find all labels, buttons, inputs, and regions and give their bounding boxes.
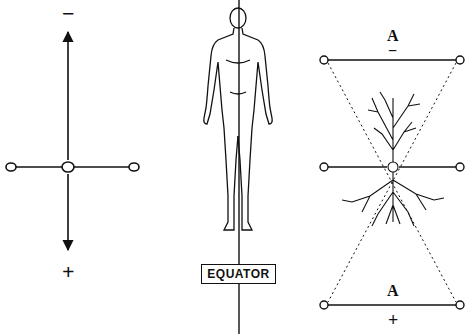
dotted-diagonals <box>328 63 456 302</box>
polarity-cross <box>6 32 139 250</box>
plant <box>342 92 444 226</box>
polarity-label: − <box>388 43 397 59</box>
box-text: EQUATOR <box>207 267 269 281</box>
human-figure <box>204 8 272 230</box>
equator-box: EQUATOR <box>201 264 276 284</box>
polarity-label: A <box>387 283 399 299</box>
polarity-label: A <box>387 28 399 44</box>
electrode-lines <box>320 56 464 309</box>
polarity-label: − <box>62 3 75 25</box>
polarity-label: + <box>388 311 398 329</box>
polarity-label: + <box>62 261 75 283</box>
